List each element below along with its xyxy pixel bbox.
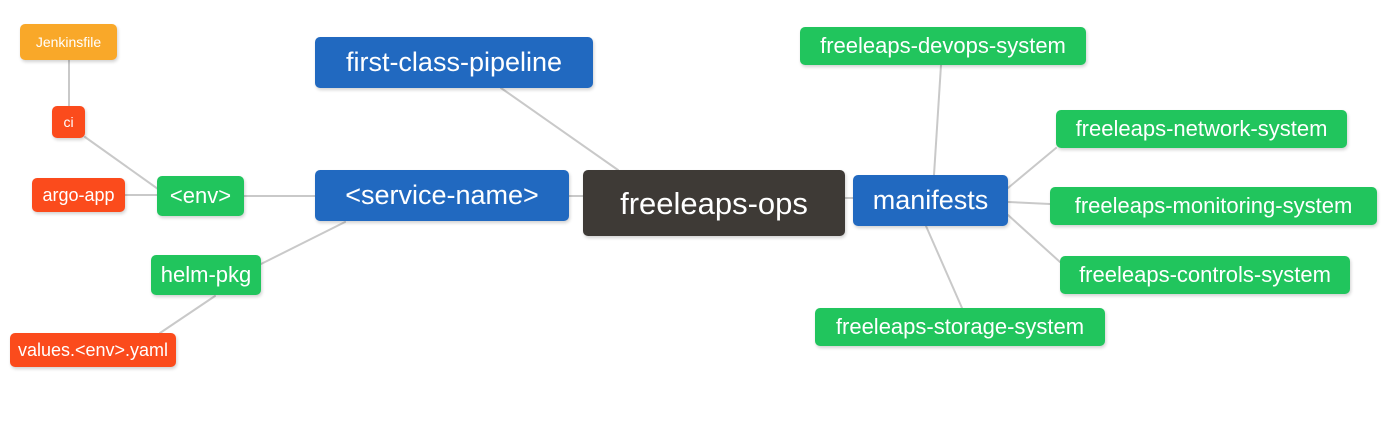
node-first-class-pipeline[interactable]: first-class-pipeline: [315, 37, 593, 88]
edge-manifests-devops: [933, 64, 942, 176]
node-ci[interactable]: ci: [52, 106, 85, 138]
node-values-env-yaml[interactable]: values.<env>.yaml: [10, 333, 176, 367]
node-freeleaps-devops-system[interactable]: freeleaps-devops-system: [800, 27, 1086, 65]
node-service-name[interactable]: <service-name>: [315, 170, 569, 221]
edge-first-class-pipeline-ops: [500, 87, 619, 171]
node-argo-app[interactable]: argo-app: [32, 178, 125, 212]
node-env[interactable]: <env>: [157, 176, 244, 216]
node-freeleaps-network-system[interactable]: freeleaps-network-system: [1056, 110, 1347, 148]
edge-manifests-monitoring: [1007, 201, 1051, 205]
node-freeleaps-storage-system[interactable]: freeleaps-storage-system: [815, 308, 1105, 346]
node-jenkinsfile[interactable]: Jenkinsfile: [20, 24, 117, 60]
edge-manifests-network: [1007, 147, 1057, 189]
edge-values-helm-pkg: [159, 295, 216, 334]
node-freeleaps-controls-system[interactable]: freeleaps-controls-system: [1060, 256, 1350, 294]
node-freeleaps-monitoring-system[interactable]: freeleaps-monitoring-system: [1050, 187, 1377, 225]
node-freeleaps-ops[interactable]: freeleaps-ops: [583, 170, 845, 236]
node-manifests[interactable]: manifests: [853, 175, 1008, 226]
edge-manifests-storage: [925, 225, 963, 309]
edge-helm-pkg-service-name: [260, 221, 346, 265]
node-helm-pkg[interactable]: helm-pkg: [151, 255, 261, 295]
